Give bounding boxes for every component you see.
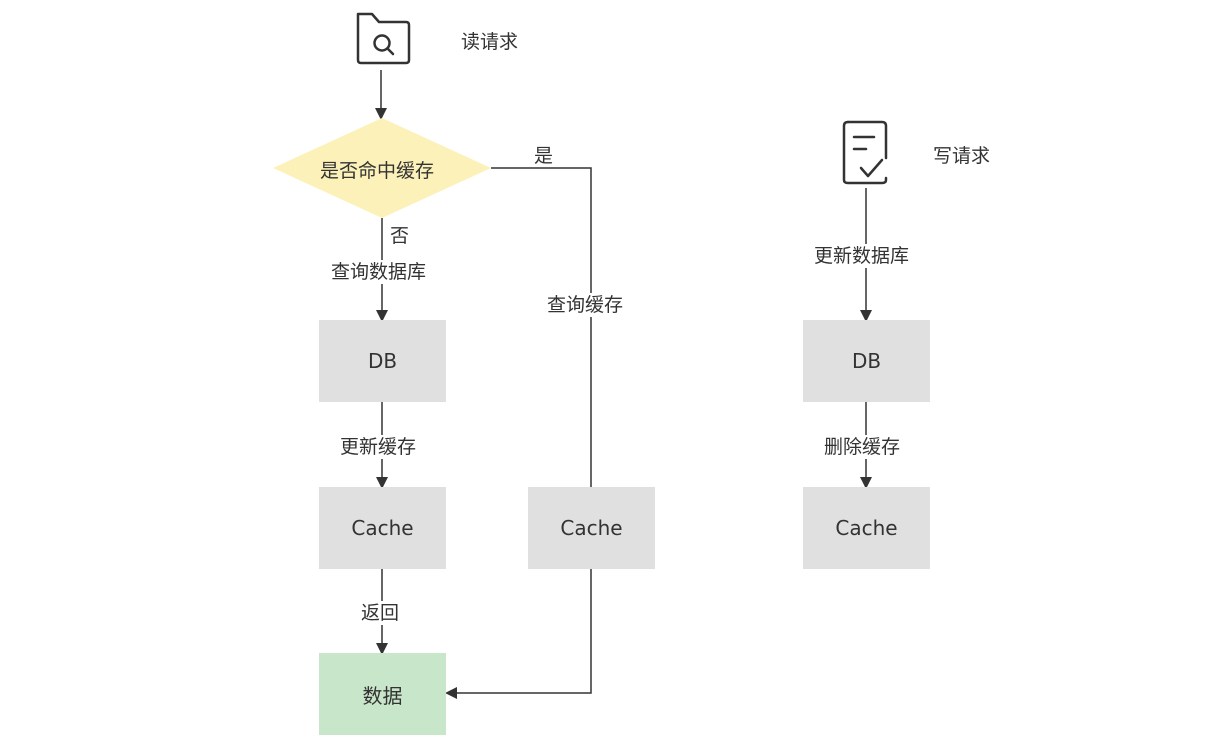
document-check-icon [842, 120, 888, 185]
read-db-node: DB [319, 320, 446, 402]
write-db-node: DB [803, 320, 930, 402]
yes-label: 是 [534, 145, 554, 167]
update-db-label: 更新数据库 [812, 244, 912, 268]
update-cache-label: 更新缓存 [338, 435, 419, 459]
data-node: 数据 [319, 653, 446, 735]
no-label: 否 [388, 224, 412, 248]
decision-diamond [273, 118, 491, 218]
arrow-hit-cache-to-data [445, 569, 592, 699]
line-yes-branch [491, 167, 592, 487]
query-db-label: 查询数据库 [329, 260, 429, 284]
write-cache-node: Cache [803, 487, 930, 569]
decision-label: 是否命中缓存 [320, 160, 435, 182]
return-label: 返回 [359, 601, 402, 625]
read-request-title: 读请求 [461, 31, 519, 53]
read-cache-node: Cache [319, 487, 446, 569]
write-request-title: 写请求 [933, 145, 991, 167]
hit-cache-node: Cache [528, 487, 655, 569]
query-cache-label: 查询缓存 [545, 293, 626, 317]
delete-cache-label: 删除缓存 [822, 435, 903, 459]
folder-search-icon [356, 12, 411, 65]
